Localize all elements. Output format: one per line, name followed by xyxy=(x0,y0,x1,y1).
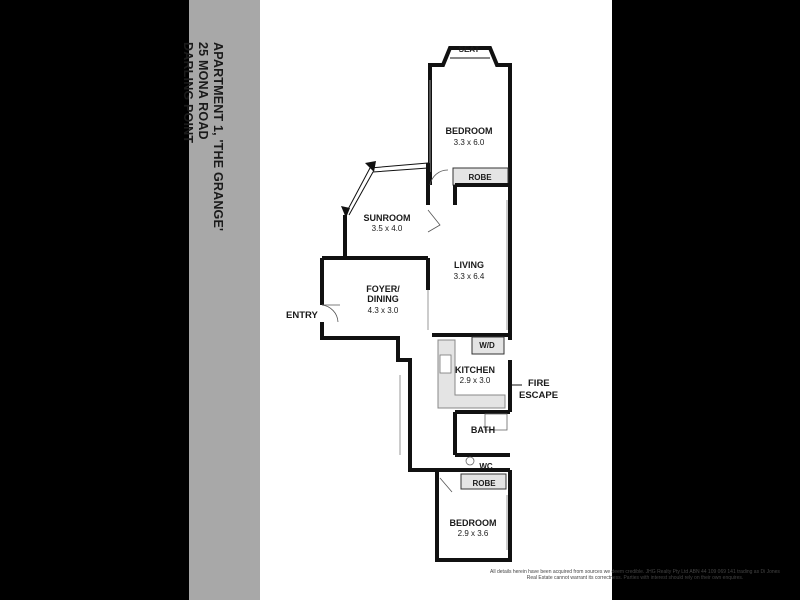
foyer-label-line-2: DINING xyxy=(367,294,399,304)
bedroom-2-size: 2.9 x 3.6 xyxy=(458,529,489,538)
entry-label: ENTRY xyxy=(286,310,319,321)
kitchen-label: KITCHEN xyxy=(455,365,495,375)
shower-icon xyxy=(484,413,508,431)
living-walls xyxy=(427,169,512,340)
bedroom-1-size: 3.3 x 6.0 xyxy=(454,138,485,147)
seat-label: SEAT xyxy=(459,45,480,54)
kitchen-size: 2.9 x 3.0 xyxy=(460,376,491,385)
foyer-label-line-1: FOYER/ xyxy=(366,284,400,294)
floorplan-sheet: APARTMENT 1, 'THE GRANGE' 25 MONA ROAD D… xyxy=(181,0,780,600)
wd-label: W/D xyxy=(479,341,495,350)
foyer-walls xyxy=(320,256,512,562)
washer-dryer xyxy=(471,336,505,355)
living-size: 3.3 x 6.4 xyxy=(454,272,485,281)
bedroom-2-label: BEDROOM xyxy=(450,518,497,528)
robe-1-label: ROBE xyxy=(468,173,492,182)
address-band: APARTMENT 1, 'THE GRANGE' 25 MONA ROAD D… xyxy=(181,0,260,600)
fire-escape-label-line-2: ESCAPE xyxy=(519,390,558,401)
toilet-icon xyxy=(465,456,475,466)
disclaimer-text: All details herein have been acquired fr… xyxy=(490,569,780,581)
bedroom-2-door xyxy=(439,477,453,493)
robe-2 xyxy=(460,473,507,490)
fire-escape-label-line-1: FIRE xyxy=(528,378,550,389)
bath-label: BATH xyxy=(471,425,495,435)
foyer-size: 4.3 x 3.0 xyxy=(368,306,399,315)
sunroom-label: SUNROOM xyxy=(364,213,411,223)
sunroom-size: 3.5 x 4.0 xyxy=(372,224,403,233)
sink-icon xyxy=(439,354,452,374)
wc-label: WC xyxy=(479,462,493,471)
sunroom-walls xyxy=(341,161,430,258)
bath-walls xyxy=(437,410,510,472)
sunroom-pillar xyxy=(341,206,350,218)
robe-2-label: ROBE xyxy=(472,479,496,488)
bedroom-1-label: BEDROOM xyxy=(446,126,493,136)
kitchen-bench xyxy=(437,339,506,409)
living-label: LIVING xyxy=(454,260,484,270)
bedroom-1-walls xyxy=(428,46,512,185)
sunroom-corner-column xyxy=(365,161,376,172)
kitchen-walls xyxy=(432,333,512,412)
